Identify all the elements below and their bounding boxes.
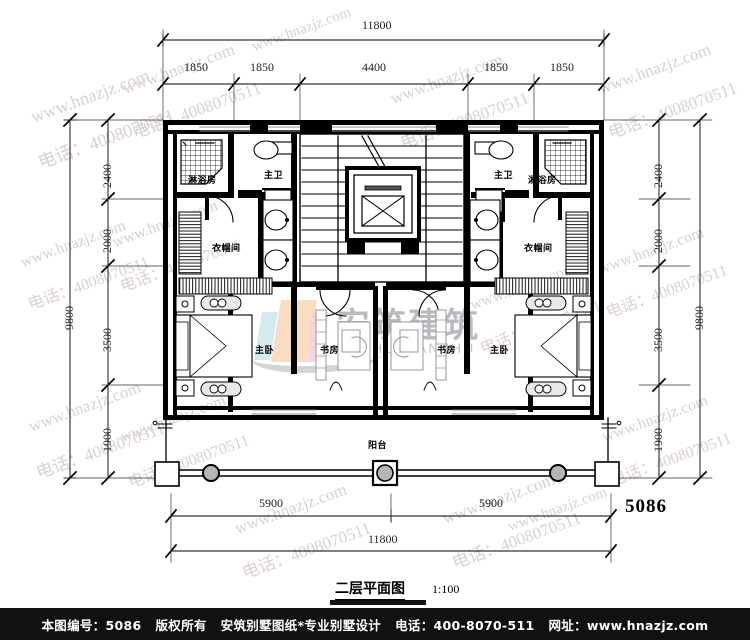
dim-top-1: 1850 xyxy=(184,60,208,74)
dim-right-3: 3500 xyxy=(651,328,665,352)
nightstands-left xyxy=(175,295,242,397)
windows xyxy=(199,126,569,132)
dim-bottom-2: 5900 xyxy=(479,496,503,510)
dim-left-3: 3500 xyxy=(100,328,114,352)
shower-right xyxy=(544,139,587,185)
study-closet-right xyxy=(435,309,447,381)
room-label-closet-right: 衣帽间 xyxy=(524,244,553,254)
dim-left-2: 2000 xyxy=(100,229,114,253)
room-label-master-bed-left: 主卧 xyxy=(255,346,275,356)
dim-top-total: 11800 xyxy=(362,18,392,32)
plan-title: 二层平面图 xyxy=(335,578,405,601)
footer-drawing-no: 本图编号：5086 xyxy=(41,617,142,633)
wardrobe-left xyxy=(178,211,273,295)
shower-left xyxy=(180,139,223,185)
floor-plan-drawing xyxy=(62,29,713,563)
dim-top-5: 1850 xyxy=(550,60,574,74)
dim-right-total: 9800 xyxy=(692,306,706,330)
vanity-right xyxy=(469,199,501,283)
toilet-left xyxy=(253,140,293,160)
window-jambs xyxy=(250,120,518,134)
dim-left-4: 1900 xyxy=(100,428,114,452)
dim-top-4: 1850 xyxy=(484,60,508,74)
room-label-closet-left: 衣帽间 xyxy=(212,244,241,254)
desk-left xyxy=(337,321,371,371)
room-label-study-left: 书房 xyxy=(320,346,340,356)
room-label-balcony: 阳台 xyxy=(368,441,388,451)
dim-bottom-1: 5900 xyxy=(259,496,283,510)
room-label-master-bath-right: 主卫 xyxy=(494,171,514,181)
vanity-left xyxy=(262,199,294,283)
dim-left-1: 2400 xyxy=(100,164,114,188)
dimension-lines xyxy=(62,29,713,563)
desk-right xyxy=(390,321,424,371)
room-label-master-bath-left: 主卫 xyxy=(264,171,284,181)
room-label-master-bed-right: 主卧 xyxy=(490,346,510,356)
plan-scale: 1:100 xyxy=(432,582,460,596)
footer-brand: 安筑别墅图纸*专业别墅设计 xyxy=(220,617,382,633)
dim-right-1: 2400 xyxy=(651,164,665,188)
dim-right-2: 2000 xyxy=(651,229,665,253)
footer-top-rule xyxy=(330,600,426,605)
staircase xyxy=(299,133,465,283)
balcony xyxy=(152,417,622,487)
nightstands-right xyxy=(525,295,592,397)
dim-left-total: 9800 xyxy=(62,306,76,330)
room-label-shower-left: 淋浴房 xyxy=(188,176,217,186)
windows-bottom xyxy=(251,409,517,415)
wardrobe-right xyxy=(494,211,589,295)
footer-phone: 电话：400-8070-511 xyxy=(395,617,535,633)
room-label-study-right: 书房 xyxy=(437,346,457,356)
footer-copyright: 版权所有 xyxy=(155,617,207,633)
dim-right-4: 1900 xyxy=(651,428,665,452)
bed-right xyxy=(514,314,592,378)
footer-bar: 本图编号：5086 版权所有 安筑别墅图纸*专业别墅设计 电话：400-8070… xyxy=(0,608,750,640)
footer-website: 网址：www.hnazjz.com xyxy=(548,617,709,633)
drawing-number: 5086 xyxy=(625,496,667,517)
room-label-shower-right: 淋浴房 xyxy=(528,176,557,186)
dim-top-3: 4400 xyxy=(362,60,386,74)
dim-top-2: 1850 xyxy=(250,60,274,74)
bed-left xyxy=(175,314,253,378)
toilet-right xyxy=(474,140,514,160)
decor-plants xyxy=(329,381,437,391)
dim-bottom-total: 11800 xyxy=(368,532,398,546)
